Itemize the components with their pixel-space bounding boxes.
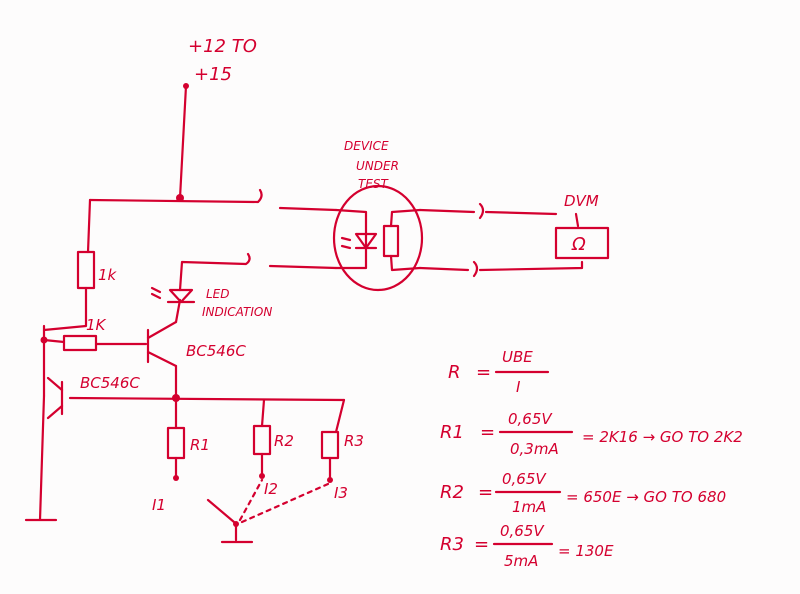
r3-top-wire [334,398,346,434]
supply-label-line2: +15 [194,64,232,85]
current-i3-label: I3 [334,484,348,502]
current-i1-label: I1 [152,496,166,514]
eq-r3-numerator: 0,65V [500,522,545,540]
dut-top-lead [278,206,338,212]
r2-top-wire [260,398,266,428]
dut-light-arrows-icon [340,236,352,250]
led-light-arrows-icon [150,286,162,300]
switch-common-ground [220,522,254,544]
emitter-bus [68,396,346,402]
dvm-top-connection [574,212,580,228]
resistor-1k-top [76,250,96,290]
supply-wire [178,84,188,200]
dut-enclosure [332,184,424,292]
ground-wire [24,394,58,522]
switch-contact-i2 [259,473,265,479]
eq-r2-numerator: 0,65V [502,470,547,488]
eq-r1-result: = 2K16 → GO TO 2K2 [582,428,743,446]
dut-label-line2: UNDER [356,159,399,173]
eq-r3-result: = 130E [558,542,614,560]
resistor-1k-base [62,334,98,352]
dut-output-leads [389,208,422,272]
eq-main-denominator: I [516,378,521,396]
supply-label-line1: +12 TO [188,36,257,57]
dvm-ohm-icon: Ω [571,234,586,255]
left-branch-lower-wire [42,286,88,332]
upper-transistor-label: BC546C [186,342,246,360]
led-label-line1: LED [206,287,230,301]
dvm-meter-box [554,226,610,260]
left-branch-wire [86,198,92,254]
dut-bottom-lead [268,264,338,270]
eq-r1-denominator: 0,3mA [510,440,559,458]
switch-contact-i3 [327,477,333,483]
resistor-1k-top-label: 1k [98,266,118,284]
lower-transistor-label: BC546C [80,374,140,392]
eq-r2-equals: = [478,482,493,503]
eq-r2-result: = 650E → GO TO 680 [566,488,726,506]
lower-transistor-legs [46,376,64,420]
dut-led-icon [354,232,378,250]
eq-r1-numerator: 0,65V [508,410,553,428]
eq-r2-denominator: 1mA [512,498,546,516]
resistor-1k-base-label: 1K [86,316,107,334]
dvm-bottom-lead [418,260,584,278]
dut-led-leads [334,208,368,270]
eq-r3-denominator: 5mA [504,552,538,570]
switch-contact-i1 [173,475,179,481]
dut-photoresistor [382,224,400,258]
resistor-r1 [166,426,186,460]
eq-r3-lhs: R3 [440,534,464,555]
dut-label-line1: DEVICE [344,139,389,153]
eq-main-numerator: UBE [502,348,533,366]
resistor-r3-label: R3 [344,432,364,450]
eq-main-lhs: R [448,362,461,383]
eq-main-equals: = [476,362,491,383]
upper-transistor-legs [146,320,178,368]
resistor-r2 [252,424,272,456]
resistor-r3 [320,430,340,460]
eq-r1-lhs: R1 [440,422,464,443]
led-upper-wire [178,252,251,292]
current-i2-label: I2 [264,480,278,498]
resistor-r1-label: R1 [190,436,210,454]
top-rail-wire [88,188,263,204]
led-label-line2: INDICATION [202,305,272,319]
dvm-top-lead [418,202,558,220]
dvm-label: DVM [564,192,599,210]
eq-r2-lhs: R2 [440,482,464,503]
eq-r1-equals: = [480,422,495,443]
eq-r3-equals: = [474,534,489,555]
switch-arm [206,498,236,524]
switch-dashed-positions [238,478,330,524]
resistor-r2-label: R2 [274,432,294,450]
led-lower-wire [174,298,182,324]
